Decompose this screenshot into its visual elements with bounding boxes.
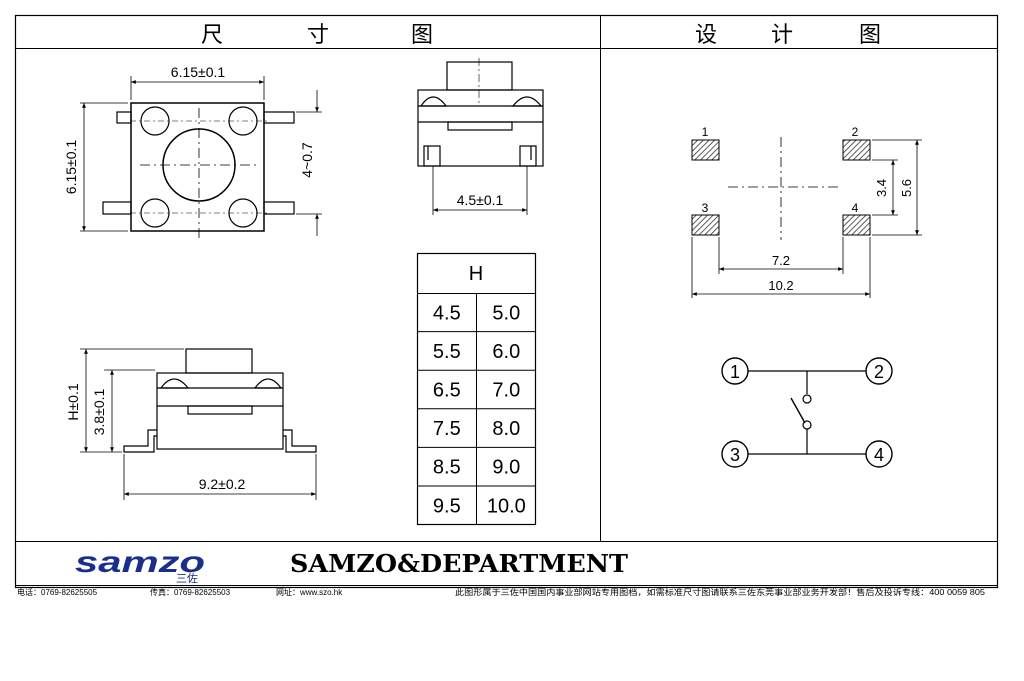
pin-label: 1 [730, 362, 740, 382]
footprint-pad-labels: 1 2 3 4 [702, 125, 859, 215]
footer-fax: 传真：0769-82625503 [150, 587, 231, 597]
footer-web: 网址：www.szo.hk [276, 587, 343, 597]
footprint-inner-width-label: 7.2 [772, 253, 790, 268]
frame [14, 14, 999, 589]
logo-cn: 三佐 [176, 571, 198, 585]
height-table-cell: 7.0 [492, 380, 520, 402]
height-table-cell: 5.0 [492, 302, 520, 324]
footprint-inner-height-label: 3.4 [874, 179, 889, 197]
height-table-cell: 8.5 [433, 457, 461, 479]
side-view-body-label: 3.8±0.1 [91, 388, 107, 435]
company-name: SAMZO&DEPARTMENT [290, 549, 628, 578]
height-table-cell: 9.5 [433, 495, 461, 517]
top-view-width-label: 6.15±0.1 [171, 64, 226, 80]
height-table-cell: 5.5 [433, 341, 461, 363]
header-right: 设 计 图 [695, 22, 881, 47]
switch-schematic [721, 357, 893, 468]
top-view [80, 76, 322, 238]
header-right-char: 图 [859, 22, 881, 47]
top-view-height-label: 6.15±0.1 [63, 140, 79, 195]
header-right-char: 计 [771, 22, 793, 47]
footprint-outer-height-label: 5.6 [899, 179, 914, 197]
header-left-char: 图 [411, 22, 433, 47]
header-left-char: 尺 [201, 22, 223, 47]
height-table-cell: 10.0 [487, 495, 526, 517]
side-view-h-label: H±0.1 [65, 383, 81, 420]
footer-notice: 此图形属于三佐中国国内事业部网站专用图档，如需标准尺寸图请联系三佐东莞事业部业务… [455, 587, 986, 597]
front-view [417, 58, 544, 215]
company-logo: samzo 三佐 [75, 546, 205, 585]
header-right-char: 设 [695, 22, 717, 47]
pin-label: 2 [874, 362, 884, 382]
top-view-lead-label: 4~0.7 [299, 142, 315, 178]
height-table-cell: 6.0 [492, 341, 520, 363]
pin-label: 4 [874, 445, 884, 465]
logo-text: samzo [75, 546, 205, 579]
side-view-width-label: 9.2±0.2 [199, 476, 246, 492]
footer-tel: 电话：0769-82625505 [17, 587, 98, 597]
front-view-width-label: 4.5±0.1 [457, 192, 504, 208]
schematic-pin-labels: 1 2 3 4 [730, 362, 884, 465]
height-table-cell: 4.5 [433, 302, 461, 324]
height-table-cell: 7.5 [433, 418, 461, 440]
height-table: H 4.5 5.0 5.5 6.0 6.5 7.0 7.5 8.0 8.5 9.0 9.5 10.0 [416, 252, 537, 526]
height-table-cell: 8.0 [492, 418, 520, 440]
pad-label: 4 [852, 201, 859, 215]
pad-label: 2 [852, 125, 859, 139]
height-table-cell: 9.0 [492, 457, 520, 479]
pad-label: 1 [702, 125, 709, 139]
footprint [691, 137, 922, 298]
pad-label: 3 [702, 201, 709, 215]
pin-label: 3 [730, 445, 740, 465]
header-left: 尺 寸 图 [201, 22, 433, 47]
footprint-outer-width-label: 10.2 [768, 278, 793, 293]
height-table-cell: 6.5 [433, 380, 461, 402]
side-view [80, 348, 317, 500]
header-left-char: 寸 [307, 22, 329, 47]
height-table-header: H [469, 263, 483, 285]
footer-contact: 电话：0769-82625505 传真：0769-82625503 网址：www… [17, 587, 986, 597]
